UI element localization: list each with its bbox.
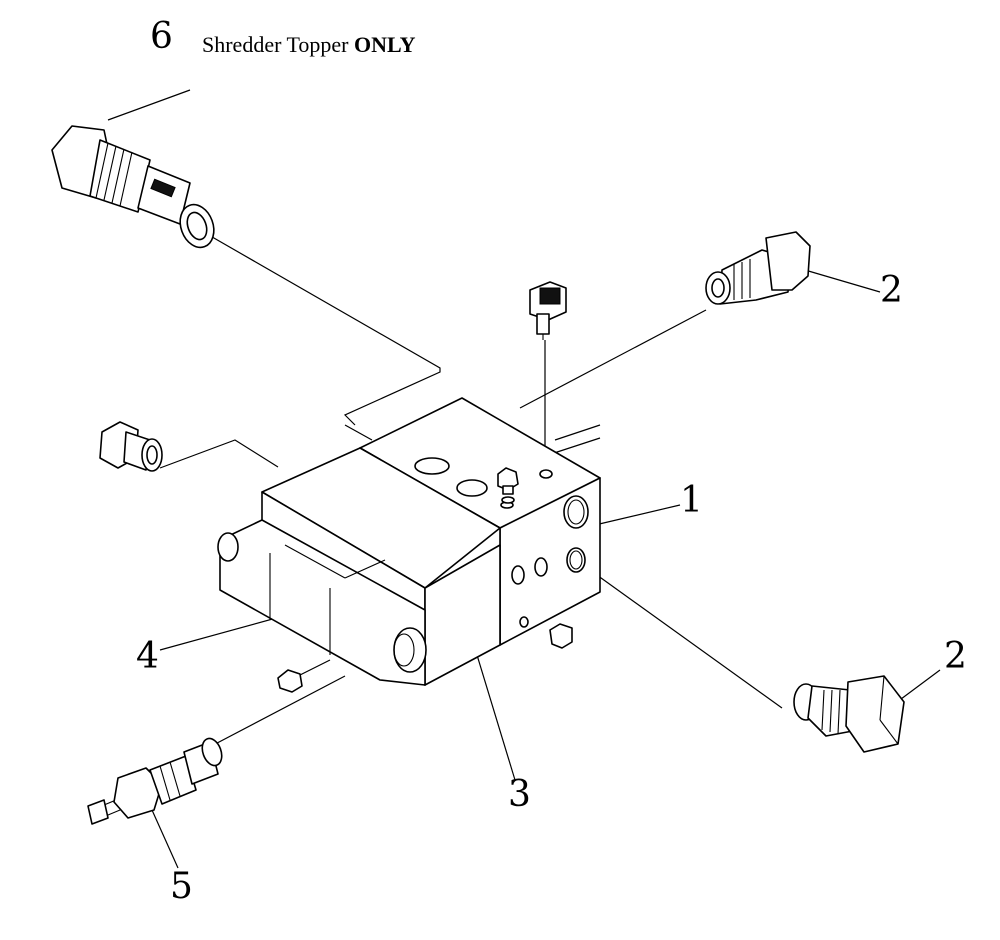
- callout-1: 1: [680, 480, 703, 521]
- check-valve-cartridge-lower: [793, 675, 905, 753]
- check-valve-cartridge-upper: [705, 231, 811, 305]
- diagram-title: Shredder Topper ONLY: [202, 32, 416, 57]
- callout-2-upper: 2: [880, 270, 903, 311]
- callout-2-lower: 2: [944, 636, 967, 677]
- callout-6: 6: [150, 16, 173, 57]
- solenoid-coil-stack: [217, 519, 427, 686]
- callout-5: 5: [170, 866, 193, 907]
- callout-4: 4: [136, 636, 159, 677]
- grease-fitting: [497, 467, 519, 504]
- pressure-test-fitting: [529, 281, 567, 340]
- shredder-cartridge-valve: [51, 125, 215, 249]
- small-plug-lower-right: [549, 623, 573, 649]
- port-plug: [99, 421, 163, 472]
- callout-3: 3: [508, 774, 531, 815]
- small-plug-lower-left: [277, 669, 303, 693]
- adjustable-relief-valve: [87, 737, 223, 825]
